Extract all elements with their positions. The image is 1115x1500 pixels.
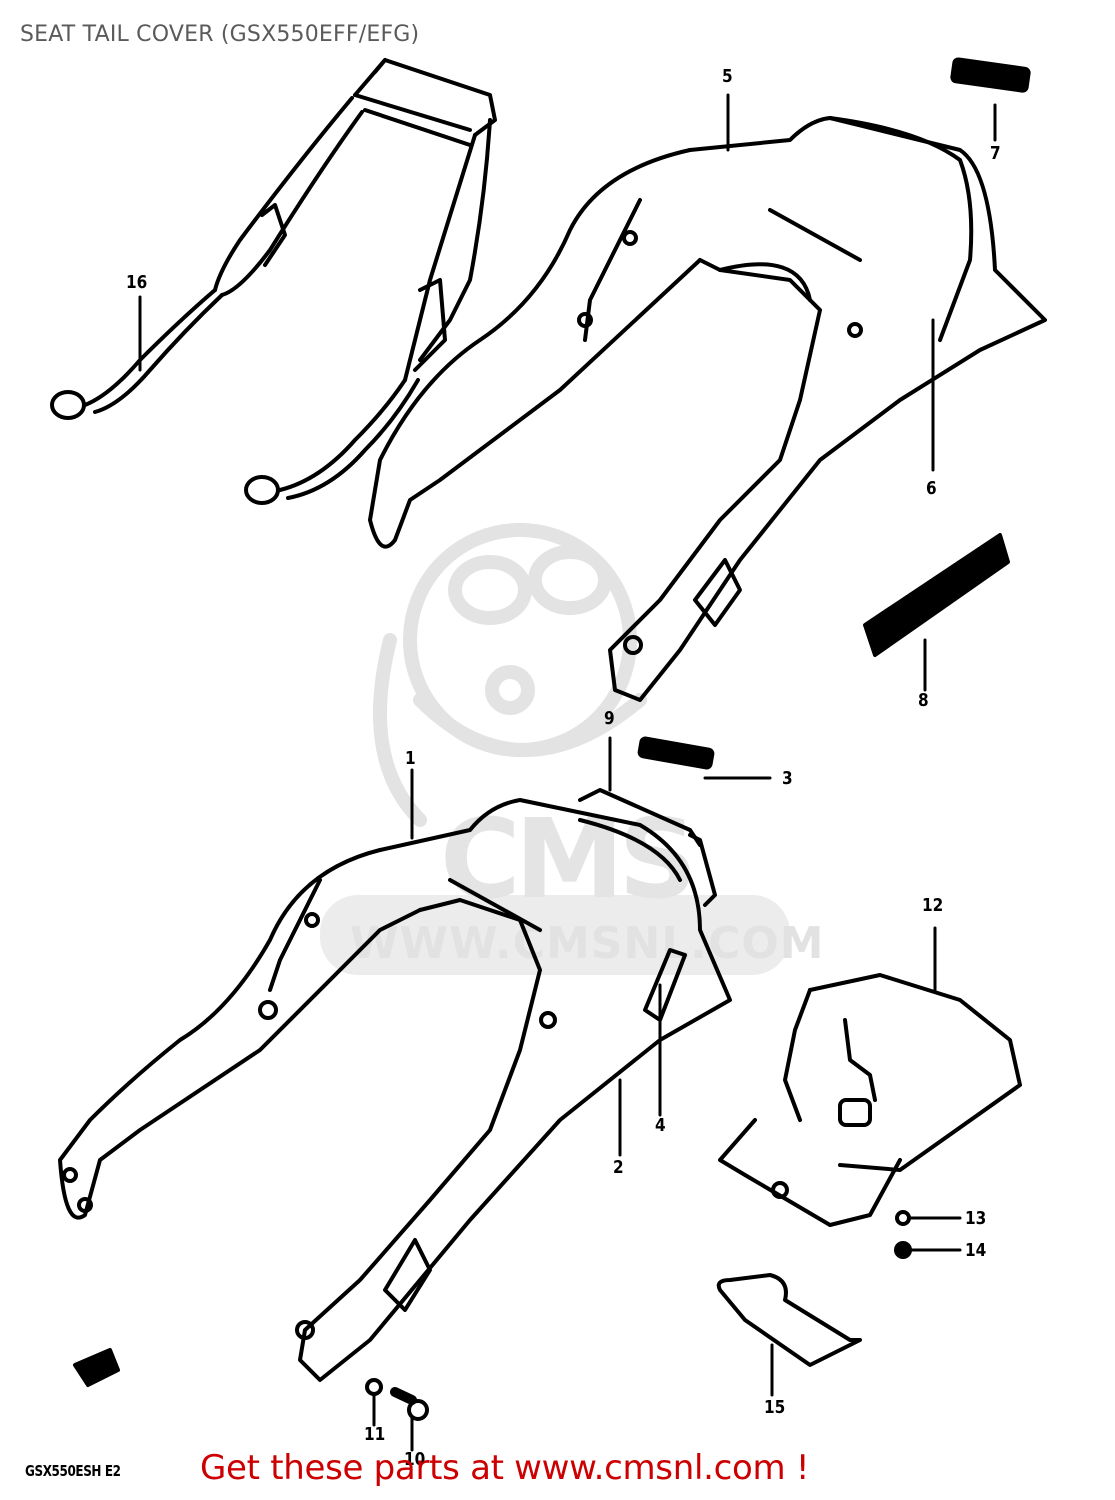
small-part-bottom-left	[73, 1348, 120, 1387]
part-1-lower-cover	[58, 798, 732, 1382]
callout-4: 4	[655, 1115, 666, 1136]
part-8-decal	[863, 533, 1010, 657]
model-code-label: GSX550ESH E2	[25, 1462, 121, 1480]
part-16-carrier-rail	[50, 58, 497, 505]
callout-15: 15	[764, 1397, 786, 1418]
callout-14: 14	[965, 1240, 987, 1261]
callout-9: 9	[604, 708, 615, 729]
callout-13: 13	[965, 1208, 987, 1229]
callout-10: 10	[404, 1449, 426, 1470]
get-parts-link[interactable]: Get these parts at www.cmsnl.com !	[200, 1448, 810, 1488]
callout-2: 2	[613, 1157, 624, 1178]
part-14-nut	[894, 1241, 912, 1259]
callout-7: 7	[990, 143, 1001, 164]
callout-16: 16	[126, 272, 148, 293]
callout-3: 3	[782, 768, 793, 789]
part-7-badge	[950, 57, 1031, 93]
part-9-trim-end	[688, 833, 717, 907]
part-5-upper-cover	[368, 116, 1047, 702]
part-3-badge	[637, 736, 715, 770]
part-15-bracket	[716, 1273, 862, 1367]
part-10-screw	[390, 1387, 417, 1405]
part-4-side-strip	[643, 948, 687, 1022]
callout-12: 12	[922, 895, 944, 916]
callout-1: 1	[405, 748, 416, 769]
diagram-title: SEAT TAIL COVER (GSX550EFF/EFG)	[20, 22, 420, 47]
part-12-tailbox	[718, 973, 1022, 1227]
callout-11: 11	[364, 1424, 386, 1445]
part-13-washer	[895, 1210, 911, 1226]
callout-6: 6	[926, 478, 937, 499]
watermark-url: WWW.CMSNL.COM	[350, 918, 825, 969]
callout-5: 5	[722, 66, 733, 87]
part-11-washer	[365, 1378, 383, 1396]
callout-8: 8	[918, 690, 929, 711]
